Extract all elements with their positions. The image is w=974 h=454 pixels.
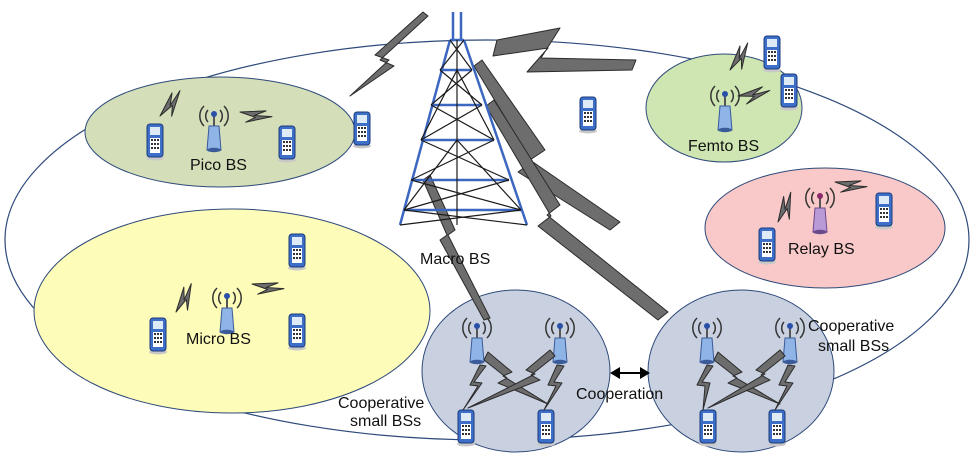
mobile-phone-icon <box>148 317 168 355</box>
backhaul-link-phone <box>349 11 429 97</box>
cooperative-cell-zone-left <box>421 289 611 453</box>
mobile-phone-icon <box>287 233 307 271</box>
mobile-phone-icon <box>874 192 894 230</box>
backhaul-link-femto <box>492 27 637 73</box>
mobile-phone-icon <box>762 35 782 73</box>
mobile-phone-icon <box>287 313 307 351</box>
coop-right-label-line2: small BSs <box>818 338 889 355</box>
mobile-phone-icon <box>352 111 372 149</box>
backhaul-link-relay <box>473 59 621 231</box>
coop-left-label-line2: small BSs <box>350 413 421 430</box>
coop-left-label-line1: Cooperative <box>338 395 424 412</box>
mobile-phone-icon <box>456 409 476 447</box>
mobile-phone-icon <box>698 409 718 447</box>
mobile-phone-icon <box>536 409 556 447</box>
coop-links-left <box>462 349 565 411</box>
mobile-phone-icon <box>779 73 799 111</box>
pico-bs-label: Pico BS <box>190 157 247 174</box>
micro-bs-label: Micro BS <box>186 331 251 348</box>
macro-tower-lattice <box>399 39 528 226</box>
mobile-phone-icon <box>578 96 598 134</box>
coop-right-label-line1: Cooperative <box>808 318 894 335</box>
mobile-phone-icon <box>767 409 787 447</box>
coop-links-right <box>696 349 796 411</box>
mobile-phone-icon <box>757 227 777 265</box>
femto-bs-label: Femto BS <box>688 138 759 155</box>
mobile-phone-icon <box>277 125 297 163</box>
backhaul-link-coop-right <box>485 99 669 321</box>
cooperation-arrow-icon <box>610 367 650 379</box>
cooperation-label: Cooperation <box>576 386 663 403</box>
mobile-phone-icon <box>145 123 165 161</box>
relay-bs-label: Relay BS <box>788 241 855 258</box>
macro-bs-label: Macro BS <box>420 251 490 268</box>
